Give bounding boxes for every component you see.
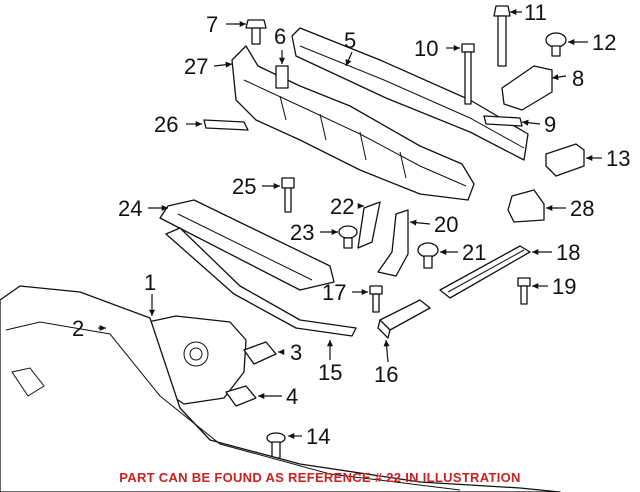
callout-1: 1 xyxy=(144,270,156,295)
callout-27: 27 xyxy=(184,54,208,79)
callout-4: 4 xyxy=(286,384,298,409)
callout-18: 18 xyxy=(556,240,580,265)
callout-24: 24 xyxy=(118,196,142,221)
leader-arrowhead xyxy=(288,432,295,440)
leader-arrowhead xyxy=(99,324,106,332)
callout-21: 21 xyxy=(462,240,486,265)
part-3-clip xyxy=(243,341,277,365)
leader-arrowhead xyxy=(532,282,539,290)
part-8-bracket xyxy=(501,65,553,111)
part-19-bolt xyxy=(517,277,531,305)
part-16-absorber xyxy=(377,299,431,339)
leader-arrowhead xyxy=(195,120,202,128)
part-20-bracket xyxy=(377,209,409,277)
callout-26: 26 xyxy=(154,112,178,137)
leader-arrowhead xyxy=(148,309,156,316)
leader-arrowhead xyxy=(440,248,447,256)
part-23-nut xyxy=(338,225,358,249)
callout-14: 14 xyxy=(306,424,330,449)
callout-15: 15 xyxy=(318,360,342,385)
part-10-bolt xyxy=(461,43,475,105)
part-4-clip xyxy=(225,385,257,407)
part-12-nut xyxy=(545,32,567,57)
part-22-bracket xyxy=(357,201,381,249)
leader-arrowhead xyxy=(361,288,368,296)
callout-10: 10 xyxy=(414,36,438,61)
part-11-bolt xyxy=(493,5,511,67)
leader-arrowhead xyxy=(161,204,168,212)
leader-lines xyxy=(98,8,602,440)
part-21-nut xyxy=(417,242,439,269)
callout-8: 8 xyxy=(572,66,584,91)
callout-6: 6 xyxy=(274,24,286,49)
leader-arrowhead xyxy=(552,74,559,81)
callout-28: 28 xyxy=(570,196,594,221)
part-25-bolt xyxy=(281,177,295,213)
callout-19: 19 xyxy=(552,274,576,299)
part-7-bolt xyxy=(245,19,267,45)
callout-5: 5 xyxy=(344,28,356,53)
part-15-strip xyxy=(165,227,357,337)
leader-arrowhead xyxy=(522,119,529,126)
leader-arrowhead xyxy=(453,44,460,52)
leader-arrowhead xyxy=(586,154,593,162)
leader-arrowhead xyxy=(568,38,575,46)
leader-arrowhead xyxy=(278,57,286,64)
callout-16: 16 xyxy=(374,362,398,387)
leader-arrowhead xyxy=(546,204,553,212)
leader-arrowhead xyxy=(345,59,352,66)
part-27-energy-absorber xyxy=(231,45,475,201)
leader-arrowhead xyxy=(510,8,517,16)
part-9-plate xyxy=(483,115,523,127)
callout-20: 20 xyxy=(434,212,458,237)
callout-25: 25 xyxy=(232,174,256,199)
part-18-side-rail xyxy=(439,245,531,299)
callout-17: 17 xyxy=(322,280,346,305)
leader-arrowhead xyxy=(410,219,417,226)
leader-arrowhead xyxy=(532,248,539,256)
leader-arrowhead xyxy=(383,340,390,347)
part-13-bracket xyxy=(545,143,585,177)
reference-footnote: PART CAN BE FOUND AS REFERENCE # 22 IN I… xyxy=(119,470,521,485)
part-5-reinforcement-bar xyxy=(291,27,529,161)
leader-arrowhead xyxy=(326,340,334,347)
leader-arrowhead xyxy=(357,202,364,210)
callout-22: 22 xyxy=(330,194,354,219)
part-26-bracket xyxy=(203,119,249,131)
leader-arrowhead xyxy=(225,61,232,68)
callout-3: 3 xyxy=(290,340,302,365)
callout-11: 11 xyxy=(524,0,547,25)
callout-23: 23 xyxy=(290,220,314,245)
leader-arrowhead xyxy=(273,182,280,190)
leader-arrowhead xyxy=(331,228,338,236)
callout-2: 2 xyxy=(72,316,84,341)
callout-9: 9 xyxy=(544,112,556,137)
callout-12: 12 xyxy=(592,30,616,55)
leader-arrowhead xyxy=(278,348,285,356)
callout-7: 7 xyxy=(206,12,218,37)
callout-13: 13 xyxy=(606,146,630,171)
leader-arrowhead xyxy=(258,392,265,400)
leader-arrowhead xyxy=(239,20,246,28)
part-17-bolt xyxy=(369,285,383,313)
bumper-cover xyxy=(0,285,561,492)
part-24-lower-reinforcement xyxy=(159,199,335,291)
part-28-cap xyxy=(507,189,545,223)
part-6-clip xyxy=(275,65,289,89)
